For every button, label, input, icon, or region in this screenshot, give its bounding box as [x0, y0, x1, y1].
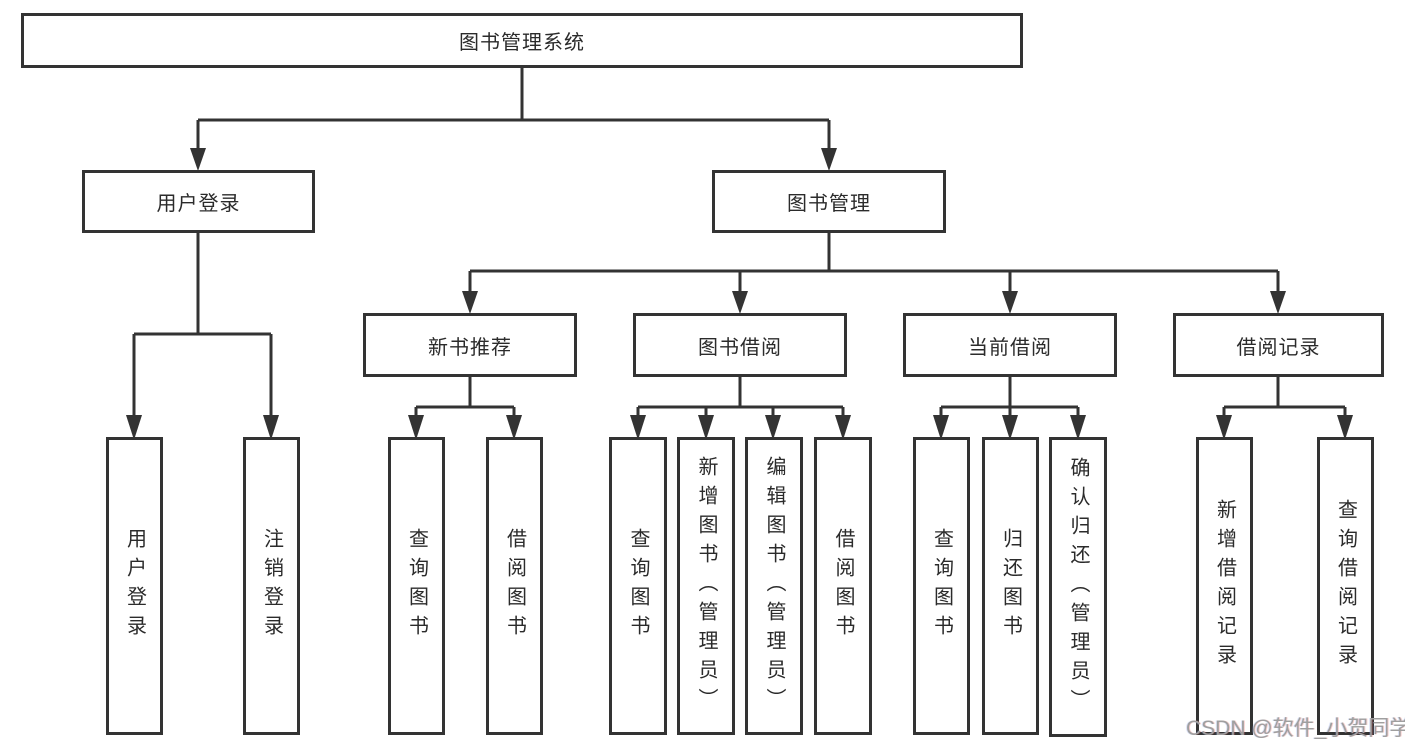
leaf-query-books-3-label: 查询图书	[930, 528, 953, 644]
leaf-query-books-3: 查询图书	[913, 437, 970, 735]
leaf-query-books-2-label: 查询图书	[627, 528, 649, 644]
leaf-confirm-return-admin-label: 确认归还（管理员）	[1067, 456, 1089, 718]
leaf-add-book-admin: 新增图书（管理员）	[677, 437, 735, 735]
node-root: 图书管理系统	[21, 13, 1023, 68]
node-book-management-label: 图书管理	[787, 193, 871, 215]
node-book-management: 图书管理	[712, 170, 946, 233]
leaf-user-login: 用户登录	[106, 437, 163, 735]
leaf-borrow-books-2-label: 借阅图书	[832, 528, 854, 644]
node-user-login-label: 用户登录	[156, 193, 241, 215]
watermark: CSDN @软件_小贺同学	[1186, 717, 1405, 740]
leaf-add-borrow-record-label: 新增借阅记录	[1213, 499, 1236, 673]
leaf-confirm-return-admin: 确认归还（管理员）	[1049, 437, 1107, 737]
leaf-add-book-admin-label: 新增图书（管理员）	[695, 455, 717, 717]
leaf-borrow-books-1: 借阅图书	[486, 437, 543, 735]
leaf-query-books-2: 查询图书	[609, 437, 667, 735]
leaf-query-books-1: 查询图书	[388, 437, 445, 735]
leaf-logout: 注销登录	[243, 437, 300, 735]
leaf-edit-book-admin-label: 编辑图书（管理员）	[763, 455, 785, 717]
leaf-borrow-books-2: 借阅图书	[814, 437, 872, 735]
node-book-borrow: 图书借阅	[633, 313, 847, 377]
leaf-borrow-books-1-label: 借阅图书	[503, 528, 526, 644]
leaf-query-borrow-record-label: 查询借阅记录	[1334, 499, 1357, 673]
leaf-query-books-1-label: 查询图书	[405, 528, 428, 644]
leaf-logout-label: 注销登录	[260, 528, 283, 644]
node-new-book-recommend-label: 新书推荐	[428, 336, 512, 359]
node-book-borrow-label: 图书借阅	[698, 336, 782, 359]
leaf-return-books-label: 归还图书	[999, 528, 1022, 644]
leaf-query-borrow-record: 查询借阅记录	[1317, 437, 1374, 735]
node-root-label: 图书管理系统	[459, 32, 585, 54]
node-current-borrow-label: 当前借阅	[968, 336, 1052, 359]
leaf-add-borrow-record: 新增借阅记录	[1196, 437, 1253, 735]
node-borrow-records-label: 借阅记录	[1236, 336, 1321, 359]
node-borrow-records: 借阅记录	[1173, 313, 1384, 377]
node-new-book-recommend: 新书推荐	[363, 313, 577, 377]
leaf-edit-book-admin: 编辑图书（管理员）	[745, 437, 803, 735]
leaf-user-login-label: 用户登录	[123, 528, 146, 644]
node-current-borrow: 当前借阅	[903, 313, 1117, 377]
leaf-return-books: 归还图书	[982, 437, 1039, 735]
node-user-login: 用户登录	[82, 170, 315, 233]
